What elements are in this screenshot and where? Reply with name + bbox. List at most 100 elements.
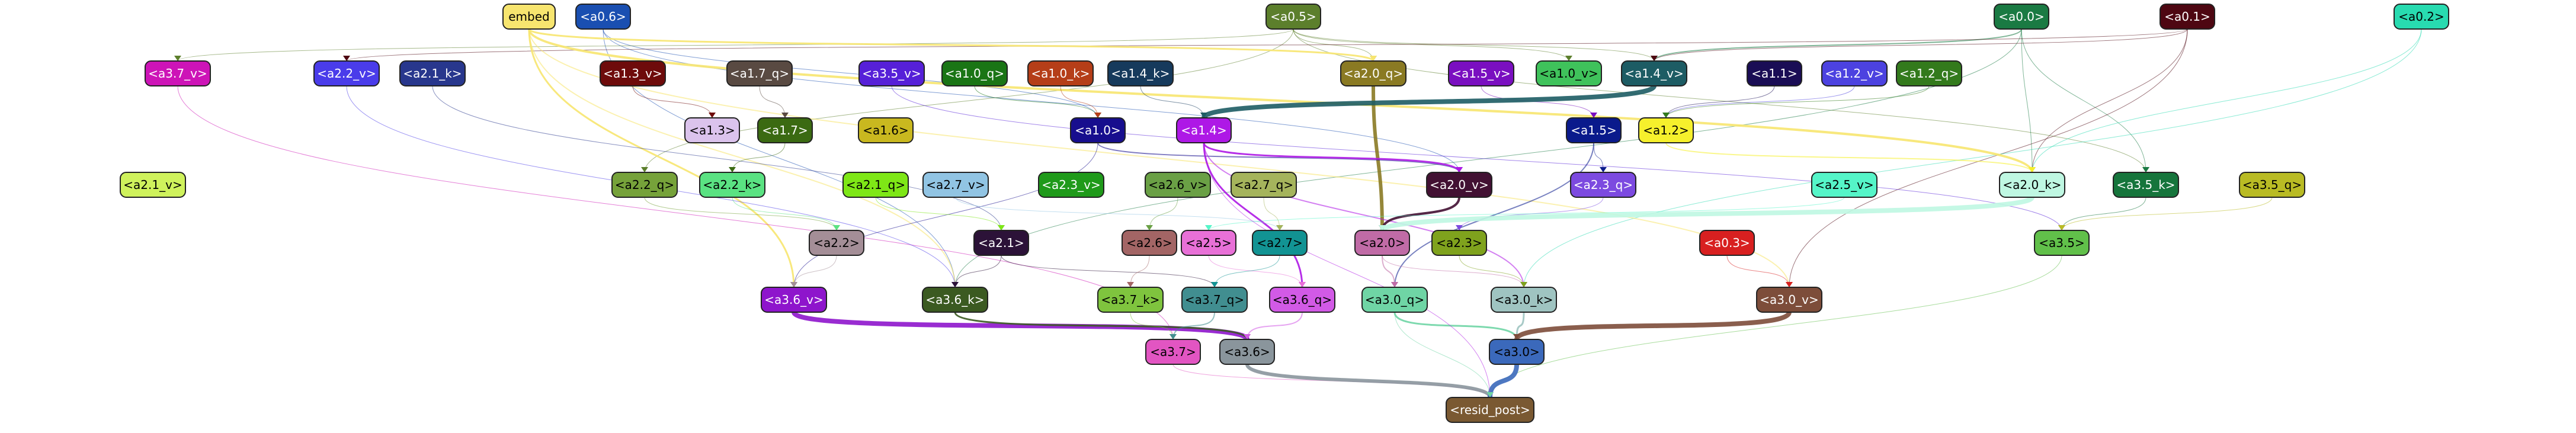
node-label: <a2.0_q> [1344, 66, 1403, 81]
edge-a22q-to-a22 [644, 197, 837, 231]
edge-a06-to-a20v [603, 28, 1460, 173]
node-label: <a3.7_q> [1185, 293, 1244, 307]
node-a37[interactable]: <a3.7> [1145, 339, 1201, 365]
edge-a14-to-a36q [1203, 142, 1303, 288]
edge-a21q-to-a21 [875, 197, 1002, 231]
node-a23q[interactable]: <a2.3_q> [1570, 172, 1636, 198]
node-a35[interactable]: <a3.5> [2034, 230, 2090, 256]
node-a06[interactable]: <a0.6> [575, 4, 631, 30]
node-a21v[interactable]: <a2.1_v> [120, 172, 186, 198]
node-a02[interactable]: <a0.2> [2394, 4, 2449, 30]
node-label: <a0.3> [1704, 236, 1750, 250]
edge-arrowhead [1565, 56, 1572, 61]
node-a25v[interactable]: <a2.5_v> [1811, 172, 1877, 198]
node-label: <a1.0_k> [1031, 66, 1090, 81]
node-box [1896, 60, 1962, 86]
node-a14k[interactable]: <a1.4_k> [1107, 60, 1174, 86]
node-a17[interactable]: <a1.7> [757, 117, 813, 143]
node-a30k[interactable]: <a3.0_k> [1491, 287, 1557, 313]
node-a13[interactable]: <a1.3> [684, 117, 740, 143]
node-a12v[interactable]: <a1.2_v> [1821, 60, 1888, 86]
node-a26v[interactable]: <a2.6_v> [1145, 172, 1211, 198]
node-a12[interactable]: <a1.2> [1638, 117, 1694, 143]
node-box [1699, 230, 1755, 256]
node-a30q[interactable]: <a3.0_q> [1361, 287, 1428, 313]
node-a20[interactable]: <a2.0> [1354, 230, 1410, 256]
edge-arrowhead [790, 282, 797, 287]
node-a30v[interactable]: <a3.0_v> [1756, 287, 1822, 313]
node-label: <a1.2_v> [1825, 66, 1883, 81]
node-a15[interactable]: <a1.5> [1566, 117, 1622, 143]
node-label: <a1.5> [1571, 123, 1617, 137]
node-a36[interactable]: <a3.6> [1219, 339, 1275, 365]
node-a22[interactable]: <a2.2> [809, 230, 864, 256]
node-label: <a3.5_v> [862, 66, 921, 81]
node-a36v[interactable]: <a3.6_v> [761, 287, 827, 313]
node-box [1448, 60, 1514, 86]
node-a23v[interactable]: <a2.3_v> [1038, 172, 1104, 198]
node-a13v[interactable]: <a1.3_v> [600, 60, 666, 86]
node-label: <a3.5_k> [2116, 178, 2175, 192]
node-label: <a2.1_k> [403, 66, 462, 81]
node-box [1821, 60, 1888, 86]
node-a14v[interactable]: <a1.4_v> [1621, 60, 1687, 86]
edge-a02-to-a30k [1523, 28, 2422, 288]
node-a35q[interactable]: <a3.5_q> [2239, 172, 2305, 198]
edge-a30k-to-a30 [1516, 312, 1525, 340]
edge-arrowhead [1391, 282, 1398, 287]
node-a26[interactable]: <a2.6> [1122, 230, 1177, 256]
node-a23[interactable]: <a2.3> [1431, 230, 1487, 256]
node-a22k[interactable]: <a2.2_k> [699, 172, 765, 198]
node-resid[interactable]: <resid_post> [1446, 397, 1534, 423]
node-a27v[interactable]: <a2.7_v> [922, 172, 989, 198]
node-a21[interactable]: <a2.1> [973, 230, 1029, 256]
node-a35k[interactable]: <a3.5_k> [2113, 172, 2179, 198]
node-label: embed [508, 9, 549, 24]
node-embed[interactable]: embed [502, 4, 556, 30]
node-box [1038, 172, 1104, 198]
node-a11[interactable]: <a1.1> [1747, 60, 1802, 86]
node-a14[interactable]: <a1.4> [1176, 117, 1232, 143]
node-a22q[interactable]: <a2.2_q> [611, 172, 678, 198]
node-a36q[interactable]: <a3.6_q> [1269, 287, 1335, 313]
node-a30[interactable]: <a3.0> [1489, 339, 1545, 365]
node-a16[interactable]: <a1.6> [858, 117, 914, 143]
node-a01[interactable]: <a0.1> [2160, 4, 2215, 30]
node-a20k[interactable]: <a2.0_k> [1999, 172, 2065, 198]
edge-a14k-to-a14 [1140, 85, 1204, 118]
node-a21k[interactable]: <a2.1_k> [399, 60, 466, 86]
node-label: <a0.2> [2398, 9, 2444, 24]
node-a10[interactable]: <a1.0> [1070, 117, 1126, 143]
node-a25[interactable]: <a2.5> [1181, 230, 1236, 256]
node-label: <a1.7_q> [730, 66, 789, 81]
node-a12q[interactable]: <a1.2_q> [1896, 60, 1962, 86]
node-a22v[interactable]: <a2.2_v> [313, 60, 380, 86]
node-a03[interactable]: <a0.3> [1699, 230, 1755, 256]
node-a35v[interactable]: <a3.5_v> [858, 60, 925, 86]
edge-arrowhead [1590, 113, 1597, 118]
node-a17q[interactable]: <a1.7_q> [726, 60, 793, 86]
edge-a20-to-a30k [1382, 255, 1524, 288]
node-a27q[interactable]: <a2.7_q> [1231, 172, 1297, 198]
node-a37q[interactable]: <a3.7_q> [1181, 287, 1248, 313]
node-a10q[interactable]: <a1.0_q> [941, 60, 1008, 86]
edge-arrowhead [1379, 225, 1386, 230]
node-box [2113, 172, 2179, 198]
node-a36k[interactable]: <a3.6_k> [922, 287, 988, 313]
node-a21q[interactable]: <a2.1_q> [842, 172, 909, 198]
node-a00[interactable]: <a0.0> [1994, 4, 2049, 30]
node-box [1431, 230, 1487, 256]
node-a10v[interactable]: <a1.0_v> [1536, 60, 1602, 86]
edge-a30-to-resid [1488, 364, 1519, 398]
node-a37v[interactable]: <a3.7_v> [145, 60, 211, 86]
node-a37k[interactable]: <a3.7_k> [1097, 287, 1164, 313]
node-a05[interactable]: <a0.5> [1265, 4, 1321, 30]
node-a10k[interactable]: <a1.0_k> [1027, 60, 1094, 86]
node-a15v[interactable]: <a1.5_v> [1448, 60, 1514, 86]
edge-a03-to-a30v [1726, 255, 1790, 288]
node-a27[interactable]: <a2.7> [1252, 230, 1308, 256]
node-a20v[interactable]: <a2.0_v> [1426, 172, 1492, 198]
node-label: <a1.1> [1751, 66, 1798, 81]
edge-arrowhead [1370, 56, 1377, 61]
node-a20q[interactable]: <a2.0_q> [1340, 60, 1406, 86]
